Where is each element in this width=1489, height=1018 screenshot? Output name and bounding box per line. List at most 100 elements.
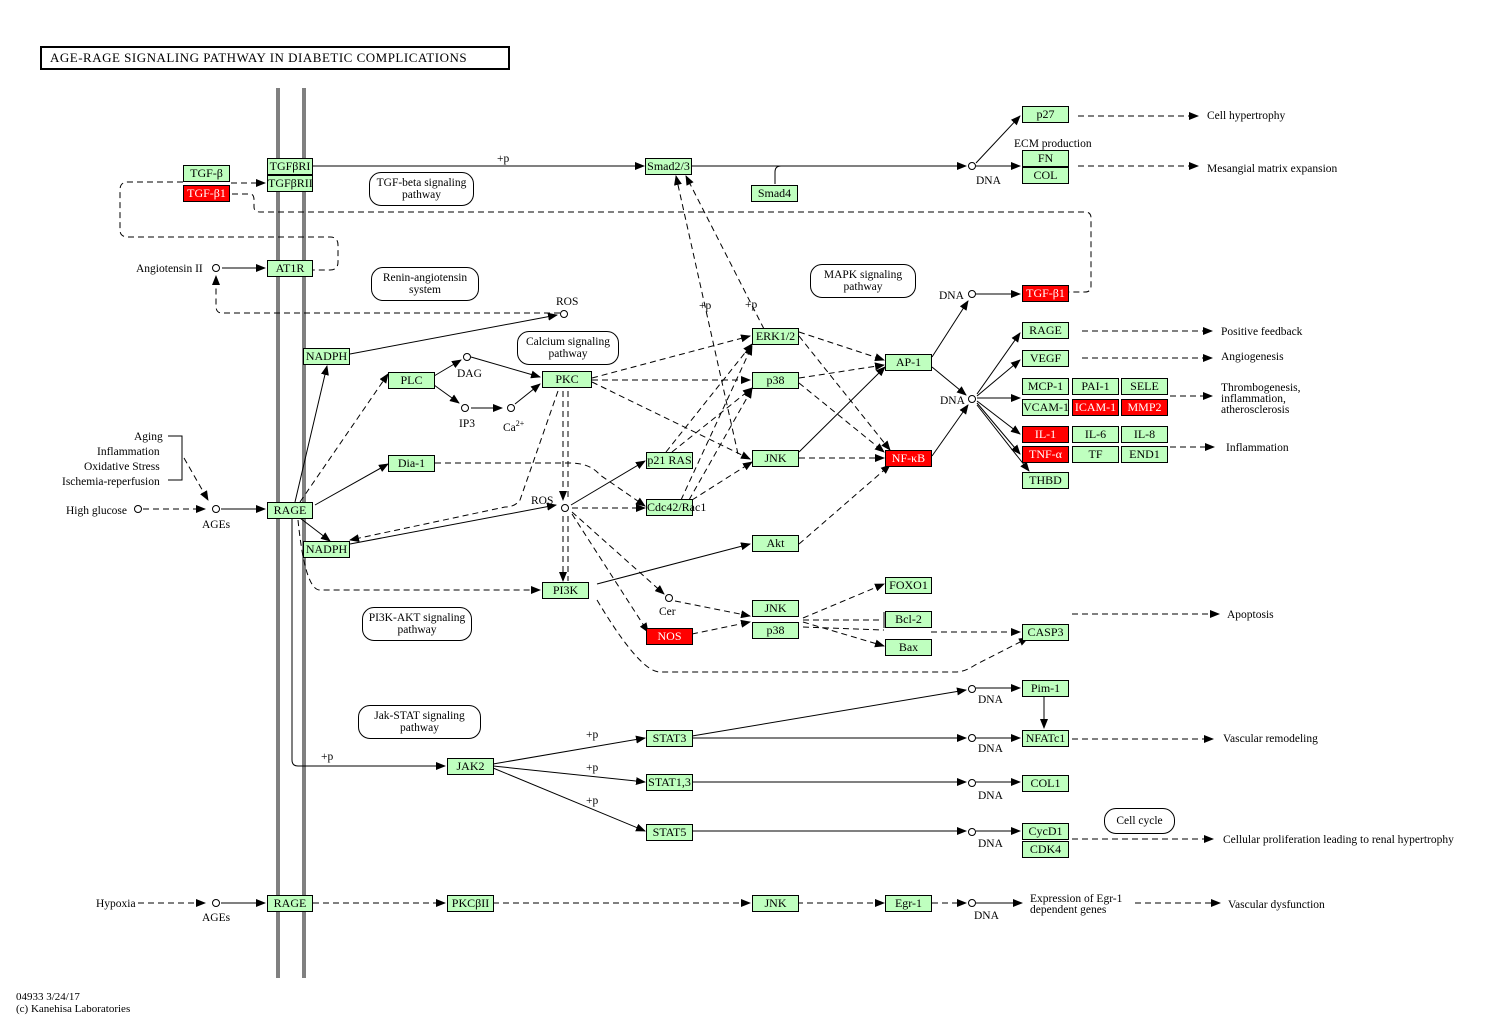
gene-stat13[interactable]: STAT1,3 xyxy=(646,774,693,791)
pathway-map-pi3k-akt[interactable]: PI3K-AKT signaling pathway xyxy=(362,607,472,641)
gene-vegf[interactable]: VEGF xyxy=(1022,350,1069,367)
gene-jnk-lower[interactable]: JNK xyxy=(752,895,799,912)
footer-map-id: 04933 3/24/17 xyxy=(16,991,80,1003)
label-ages: AGEs xyxy=(202,519,231,531)
gene-at1r[interactable]: AT1R xyxy=(267,260,313,277)
gene-thbd[interactable]: THBD xyxy=(1022,472,1069,489)
gene-tgfb[interactable]: TGF-β xyxy=(183,165,230,182)
label-dna-2: DNA xyxy=(939,290,964,302)
gene-cdk4[interactable]: CDK4 xyxy=(1022,841,1069,858)
gene-tgfb1[interactable]: TGF-β1 xyxy=(183,185,230,202)
gene-tgfb1-target[interactable]: TGF-β1 xyxy=(1022,285,1069,302)
footer: 04933 3/24/17 (c) Kanehisa Laboratories xyxy=(16,991,130,1015)
gene-rage-target[interactable]: RAGE xyxy=(1022,322,1069,339)
compound-angiotensin-ii[interactable] xyxy=(212,264,220,272)
compound-high-glucose[interactable] xyxy=(134,505,142,513)
gene-tgfbr1[interactable]: TGFβRI xyxy=(267,158,313,175)
gene-label: STAT5 xyxy=(652,825,687,839)
gene-tnfa[interactable]: TNF-α xyxy=(1022,446,1069,463)
gene-mmp2[interactable]: MMP2 xyxy=(1121,399,1168,416)
gene-foxo1[interactable]: FOXO1 xyxy=(885,577,932,594)
label-phosphorylation: +p xyxy=(586,762,599,774)
label-inflammation-input: Inflammation xyxy=(97,446,160,458)
gene-rage-receptor[interactable]: RAGE xyxy=(267,502,313,519)
label-ip3: IP3 xyxy=(459,418,475,430)
compound-ages[interactable] xyxy=(212,505,220,513)
label-phosphorylation: +p xyxy=(321,751,334,763)
gene-il8[interactable]: IL-8 xyxy=(1121,426,1168,443)
gene-sele[interactable]: SELE xyxy=(1121,378,1168,395)
gene-smad23[interactable]: Smad2/3 xyxy=(645,158,692,175)
gene-casp3[interactable]: CASP3 xyxy=(1022,624,1069,641)
gene-jnk-middle[interactable]: JNK xyxy=(752,600,799,617)
gene-plc[interactable]: PLC xyxy=(388,372,435,389)
gene-nadph-lower[interactable]: NADPH xyxy=(303,541,350,558)
pathway-map-jak-stat[interactable]: Jak-STAT signaling pathway xyxy=(358,705,481,739)
gene-bcl2[interactable]: Bcl-2 xyxy=(885,611,932,628)
gene-erk12[interactable]: ERK1/2 xyxy=(752,328,799,345)
gene-label: AT1R xyxy=(275,261,305,275)
pathway-map-cell-cycle[interactable]: Cell cycle xyxy=(1104,808,1175,834)
gene-il1[interactable]: IL-1 xyxy=(1022,426,1069,443)
label-angiotensin-ii: Angiotensin II xyxy=(136,263,203,275)
compound-ca[interactable] xyxy=(507,404,515,412)
pathway-map-renin-angiotensin[interactable]: Renin-angiotensin system xyxy=(371,267,479,301)
gene-cdc42-rac1[interactable]: Cdc42/Rac1 xyxy=(646,499,706,516)
gene-tf[interactable]: TF xyxy=(1072,446,1119,463)
gene-label: COL1 xyxy=(1030,776,1061,790)
gene-pkcb2[interactable]: PKCβII xyxy=(447,895,494,912)
gene-rage-hypoxia[interactable]: RAGE xyxy=(267,895,313,912)
gene-p38-lower[interactable]: p38 xyxy=(752,622,799,639)
gene-label: JAK2 xyxy=(456,759,485,773)
gene-label: MCP-1 xyxy=(1027,379,1064,393)
pathway-map-calcium[interactable]: Calcium signaling pathway xyxy=(517,331,619,365)
gene-col1[interactable]: COL1 xyxy=(1022,775,1069,792)
compound-dna-5 xyxy=(968,734,976,742)
gene-pim1[interactable]: Pim-1 xyxy=(1022,680,1069,697)
solid-edges xyxy=(168,115,1048,907)
compound-ip3[interactable] xyxy=(461,404,469,412)
gene-ap1[interactable]: AP-1 xyxy=(885,354,932,371)
gene-label: VEGF xyxy=(1029,351,1062,365)
gene-mcp1[interactable]: MCP-1 xyxy=(1022,378,1069,395)
compound-dna-1 xyxy=(968,162,976,170)
gene-icam1[interactable]: ICAM-1 xyxy=(1072,399,1119,416)
gene-col[interactable]: COL xyxy=(1022,167,1069,184)
gene-bax[interactable]: Bax xyxy=(885,639,932,656)
gene-il6[interactable]: IL-6 xyxy=(1072,426,1119,443)
gene-smad4[interactable]: Smad4 xyxy=(751,185,798,202)
compound-ros-upper[interactable] xyxy=(560,310,568,318)
gene-jnk-upper[interactable]: JNK xyxy=(752,450,799,467)
gene-p38-upper[interactable]: p38 xyxy=(752,372,799,389)
compound-ages-hypoxia[interactable] xyxy=(212,899,220,907)
gene-dia1[interactable]: Dia-1 xyxy=(388,455,435,472)
label-ca-superscript: 2+ xyxy=(515,419,525,428)
gene-jak2[interactable]: JAK2 xyxy=(447,758,494,775)
gene-cycd1[interactable]: CycD1 xyxy=(1022,823,1069,840)
gene-nadph-upper[interactable]: NADPH xyxy=(303,348,350,365)
gene-label: Akt xyxy=(766,536,785,550)
gene-label: PLC xyxy=(400,373,423,387)
compound-ros-lower[interactable] xyxy=(561,504,569,512)
gene-nfkb[interactable]: NF-κB xyxy=(885,450,932,467)
gene-nfatc1[interactable]: NFATc1 xyxy=(1022,730,1069,747)
gene-egr1[interactable]: Egr-1 xyxy=(885,895,932,912)
compound-dag[interactable] xyxy=(463,353,471,361)
compound-cer[interactable] xyxy=(665,594,673,602)
gene-akt[interactable]: Akt xyxy=(752,535,799,552)
gene-fn[interactable]: FN xyxy=(1022,150,1069,167)
gene-vcam1[interactable]: VCAM-1 xyxy=(1022,399,1069,416)
gene-end1[interactable]: END1 xyxy=(1121,446,1168,463)
gene-stat3[interactable]: STAT3 xyxy=(646,730,693,747)
gene-p27[interactable]: p27 xyxy=(1022,106,1069,123)
pathway-map-mapk[interactable]: MAPK signaling pathway xyxy=(810,264,916,298)
gene-pi3k[interactable]: PI3K xyxy=(542,582,589,599)
gene-p21-ras[interactable]: p21 RAS xyxy=(646,452,693,469)
compound-dna-7 xyxy=(968,828,976,836)
gene-tgfbr2[interactable]: TGFβRII xyxy=(267,175,313,192)
gene-stat5[interactable]: STAT5 xyxy=(646,824,693,841)
gene-pkc[interactable]: PKC xyxy=(542,371,592,388)
gene-pai1[interactable]: PAI-1 xyxy=(1072,378,1119,395)
pathway-map-tgfb[interactable]: TGF-beta signaling pathway xyxy=(369,172,474,206)
gene-nos[interactable]: NOS xyxy=(646,628,693,645)
